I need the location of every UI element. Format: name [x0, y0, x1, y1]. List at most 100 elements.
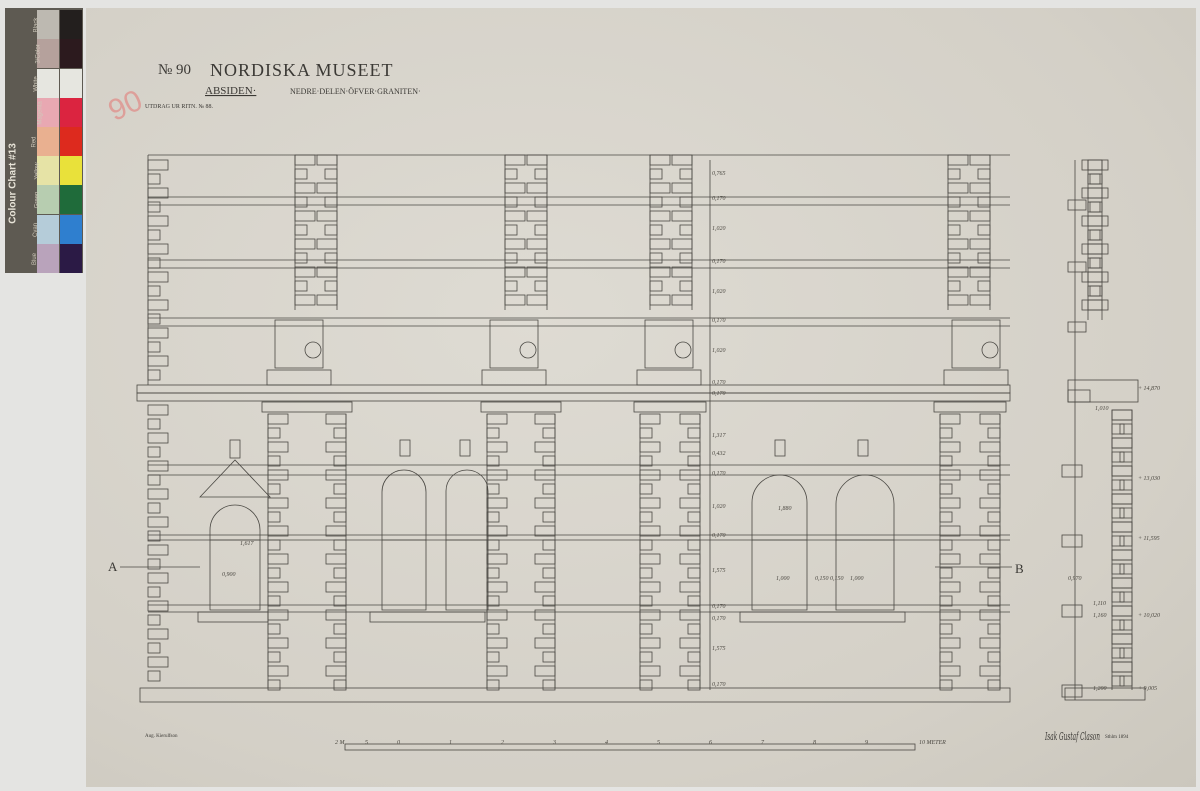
quoin-block: [504, 266, 526, 278]
quoin-block: [534, 581, 556, 593]
quoin-block: [687, 539, 701, 551]
dimension-label: 1,575: [712, 646, 726, 652]
quoin-block: [1081, 299, 1103, 311]
quoin-block: [1087, 159, 1109, 171]
quoin-block: [1111, 521, 1133, 533]
quoin-block: [333, 595, 347, 607]
quoin-block: [939, 511, 953, 523]
scale-bar-label: 6: [709, 740, 712, 746]
quoin-block: [542, 427, 556, 439]
quoin-block: [1119, 451, 1133, 463]
quoin-block: [979, 525, 1001, 537]
window-arched: [835, 474, 895, 611]
drawing-title: NORDISKA MUSEET: [210, 60, 394, 80]
quoin-block: [679, 609, 701, 621]
quoin-block: [534, 413, 556, 425]
cornice: [136, 384, 1011, 394]
colour-swatch-dark: [60, 214, 82, 244]
quoin-block: [939, 623, 953, 635]
quoin-block: [939, 483, 953, 495]
quoin-block: [147, 355, 169, 367]
quoin-block: [294, 210, 316, 222]
quoin-block: [1119, 563, 1133, 575]
quoin-block: [939, 525, 961, 537]
dimension-label: 1,317: [712, 433, 727, 439]
quoin-block: [486, 637, 508, 649]
quoin-block: [147, 628, 169, 640]
dimension-label: 0,170: [712, 318, 726, 324]
quoin-block: [1087, 271, 1109, 283]
window-small: [209, 504, 261, 611]
quoin-block: [542, 651, 556, 663]
quoin-block: [1111, 451, 1125, 463]
quoin-block: [639, 413, 661, 425]
quoin-block: [939, 539, 953, 551]
quoin-block: [526, 154, 548, 166]
window-sill: [369, 611, 486, 623]
quoin-block: [679, 252, 693, 264]
pier-capital: [261, 401, 353, 413]
quoin-block: [542, 511, 556, 523]
console-scroll: [519, 341, 537, 359]
colour-swatch-dark: [60, 127, 82, 156]
colour-swatch-light: [37, 10, 59, 40]
dimension-label: 0,170: [712, 616, 726, 622]
quoin-block: [679, 441, 701, 453]
quoin-block: [1087, 243, 1109, 255]
quoin-block: [639, 483, 653, 495]
section-stone: [1067, 389, 1091, 403]
colour-swatch-light: [37, 243, 59, 273]
quoin-block: [1081, 159, 1103, 171]
scale-bar-label: 2 M: [335, 740, 346, 746]
quoin-block: [1081, 271, 1103, 283]
quoin-block: [147, 530, 161, 542]
quoin-block: [486, 679, 500, 691]
quoin-block: [534, 441, 556, 453]
quoin-block: [687, 651, 701, 663]
quoin-block: [1111, 605, 1133, 617]
quoin-block: [534, 553, 556, 565]
quoin-block: [147, 327, 169, 339]
quoin-block: [987, 511, 1001, 523]
quoin-block: [1119, 619, 1133, 631]
quoin-block: [294, 168, 308, 180]
quoin-block: [969, 294, 991, 306]
quoin-block: [147, 432, 169, 444]
quoin-block: [939, 581, 961, 593]
quoin-block: [639, 539, 653, 551]
dimension-label: 1,020: [712, 504, 726, 510]
section-plinth: [1064, 687, 1146, 701]
quoin-block: [649, 154, 671, 166]
quoin-block: [333, 651, 347, 663]
quoin-block: [294, 252, 308, 264]
quoin-block: [147, 369, 161, 381]
quoin-block: [687, 455, 701, 467]
quoin-block: [147, 670, 161, 682]
colour-swatch-dark: [60, 243, 82, 273]
quoin-block: [979, 581, 1001, 593]
quoin-block: [325, 553, 347, 565]
quoin-block: [679, 224, 693, 236]
window-arched: [381, 469, 427, 611]
quoin-block: [504, 210, 526, 222]
level-label: + 13,030: [1138, 476, 1160, 482]
quoin-block: [486, 455, 500, 467]
plinth: [139, 687, 1011, 703]
dimension-label: 0,170: [712, 196, 726, 202]
dimension-labels: 0,7650,1701,0200,1701,0200,1701,0200,170…: [222, 171, 1160, 692]
quoin-block: [526, 182, 548, 194]
quoin-block: [947, 154, 969, 166]
quoin-block: [1111, 493, 1133, 505]
quoin-block: [526, 294, 548, 306]
quoin-block: [1111, 661, 1133, 673]
quoin-block: [147, 614, 161, 626]
level-label: + 10,020: [1138, 613, 1160, 619]
scale-bar-label: 2: [501, 740, 504, 746]
quoin-block: [486, 553, 508, 565]
section-stone: [1061, 464, 1083, 478]
quoin-block: [947, 252, 961, 264]
quoin-block: [267, 581, 289, 593]
quoin-block: [639, 455, 653, 467]
quoin-block: [1081, 215, 1103, 227]
